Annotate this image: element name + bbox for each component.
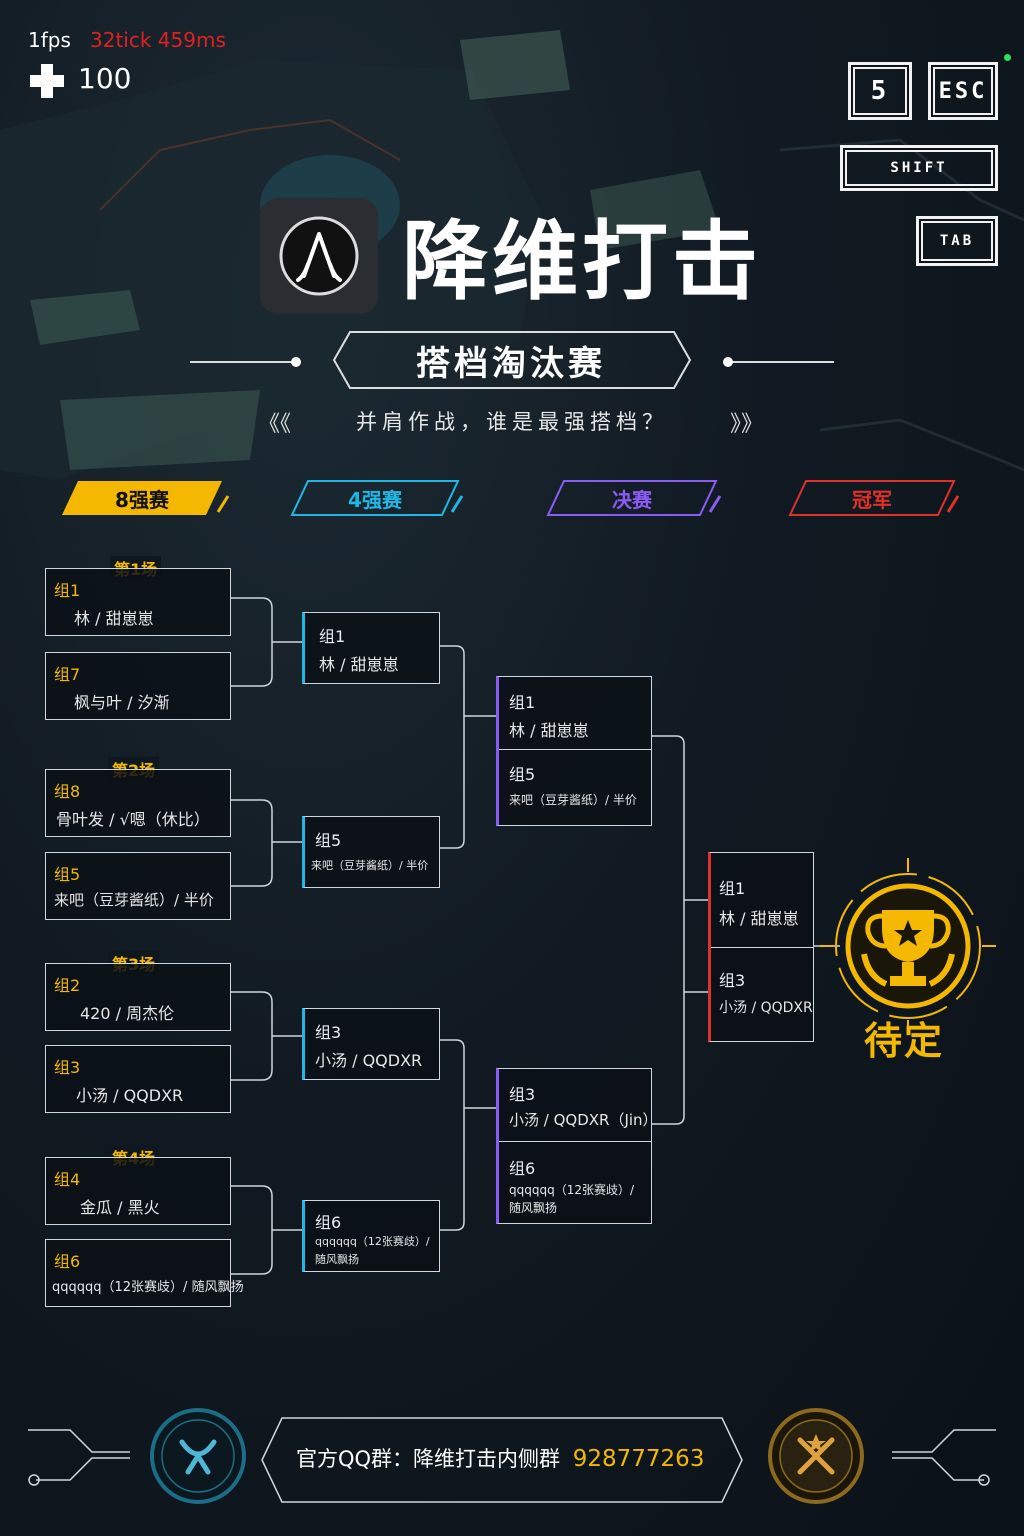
group-label: 组4 [54,1170,81,1189]
team-box[interactable]: 组5 来吧（豆芽酱纸）/ 半价 [45,852,231,920]
team-names: 金瓜 / 黑火 [80,1198,160,1217]
group-label: 组5 [509,765,536,784]
team-names: 骨叶发 / √嗯（休比） [56,810,210,829]
team-names: 枫与叶 / 汐渐 [74,693,170,712]
team-names: 小汤 / QQDXR [76,1086,184,1105]
team-box[interactable]: 组7 枫与叶 / 汐渐 [45,652,231,720]
tab-champion: 冠军 [852,487,892,512]
team-names: qqqqqq（12张赛歧）/ 随风飘扬 [52,1280,244,1295]
team-names-line2: 随风飘扬 [509,1201,558,1215]
group-label: 组6 [509,1159,536,1178]
tab-final: 决赛 [612,487,652,512]
match-box[interactable]: 组3 小汤 / QQDXR（Jin） 组6 qqqqqq（12张赛歧）/ 随风飘… [496,1068,658,1224]
team-names: 林 / 甜崽崽 [509,721,589,740]
team-names: qqqqqq（12张赛歧）/ [509,1183,635,1197]
group-label: 组3 [719,971,746,990]
team-names: 林 / 甜崽崽 [719,909,799,928]
subtitle: 搭档淘汰赛 [416,343,606,384]
slogan-left-marks: 《《 [258,412,292,437]
key-tab[interactable]: TAB [916,216,998,266]
team-names: 林 / 甜崽崽 [74,609,154,628]
team-names: 小汤 / QQDXR [719,1000,813,1016]
team-box[interactable]: 组2 420 / 周杰伦 [45,963,231,1031]
team-box[interactable]: 组6 qqqqqq（12张赛歧）/ 随风飘扬 [302,1200,440,1272]
group-label: 组3 [54,1058,81,1077]
page-title: 降维打击 [402,212,762,312]
team-names: qqqqqq（12张赛歧）/ [315,1235,430,1248]
tab-round-of-8: 8强赛 [115,487,169,512]
fps-readout: 1fps [28,28,71,52]
match-box[interactable]: 组1 林 / 甜崽崽 组3 小汤 / QQDXR [708,852,814,1042]
group-label: 组6 [54,1252,81,1271]
group-label: 组1 [319,627,346,646]
team-box[interactable]: 组3 小汤 / QQDXR [45,1045,231,1113]
team-box[interactable]: 组4 金瓜 / 黑火 [45,1157,231,1225]
tick-readout: 32tick 459ms [90,28,226,52]
team-names: 小汤 / QQDXR [315,1051,423,1070]
key-esc[interactable]: ESC [928,62,998,120]
tab-round-of-4: 4强赛 [348,487,402,512]
group-label: 组3 [509,1085,536,1104]
group-label: 组2 [54,976,81,995]
team-names: 来吧（豆芽酱纸）/ 半价 [54,891,214,909]
health-value: 100 [78,62,132,95]
qq-group-info: 官方QQ群：降维打击内侧群 928777263 [296,1443,704,1473]
team-box[interactable]: 组5 来吧（豆芽酱纸）/ 半价 [302,816,440,888]
group-label: 组1 [719,879,746,898]
group-label: 组5 [315,831,342,850]
qq-group-label: 官方QQ群：降维打击内侧群 [296,1447,561,1471]
subtitle-frame [190,331,834,389]
match-box[interactable]: 组1 林 / 甜崽崽 组5 来吧（豆芽酱纸）/ 半价 [496,676,652,826]
slogan-right-marks: 》》 [730,412,764,437]
qq-group-number[interactable]: 928777263 [572,1446,705,1472]
key-shift[interactable]: SHIFT [840,145,998,191]
trophy-icon [820,858,996,1034]
team-names: 来吧（豆芽酱纸）/ 半价 [311,859,429,872]
team-box[interactable]: 组3 小汤 / QQDXR [302,1008,440,1080]
team-names: 林 / 甜崽崽 [319,655,399,674]
status-dot [1004,54,1011,61]
app-logo [260,198,378,314]
team-names-line2: 随风飘扬 [315,1253,359,1266]
divider [711,947,813,948]
team-box[interactable]: 组1 林 / 甜崽崽 [302,612,440,684]
group-label: 组7 [54,665,81,684]
group-label: 组1 [509,693,536,712]
key-5[interactable]: 5 [848,62,912,120]
team-box[interactable]: 组6 qqqqqq（12张赛歧）/ 随风飘扬 [45,1239,244,1307]
team-names: 420 / 周杰伦 [80,1004,175,1023]
team-box[interactable]: 组8 骨叶发 / √嗯（休比） [45,769,231,837]
divider [499,749,651,750]
crossed-swords-icon [797,1434,835,1475]
group-label: 组5 [54,865,81,884]
divider [499,1141,651,1142]
pliers-icon [279,216,359,296]
group-label: 组1 [54,581,81,600]
slogan: 并肩作战，谁是最强搭档？ [356,410,668,434]
group-label: 组6 [315,1213,342,1232]
team-names: 来吧（豆芽酱纸）/ 半价 [509,793,637,807]
group-label: 组3 [315,1023,342,1042]
team-names: 小汤 / QQDXR（Jin） [509,1111,658,1129]
health-plus-icon [30,64,64,98]
team-emblem-icon [179,1439,217,1475]
team-box[interactable]: 组1 林 / 甜崽崽 [45,568,231,636]
round-tags-bg [62,480,960,516]
group-label: 组8 [54,782,81,801]
champion-status: 待定 [864,1019,945,1063]
